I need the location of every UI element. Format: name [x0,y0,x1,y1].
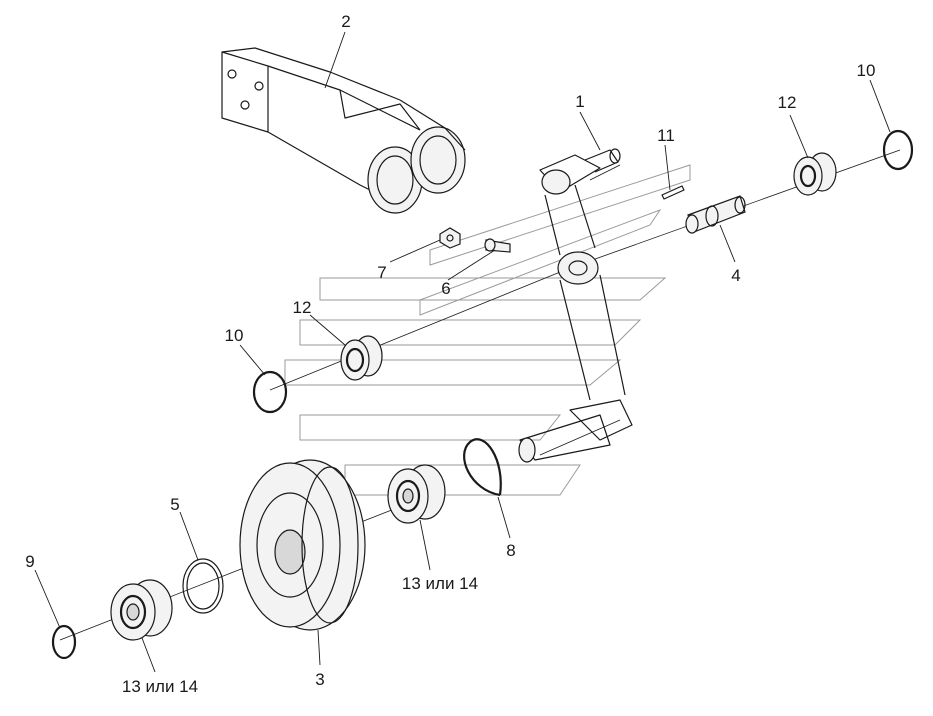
callout-4: 4 [731,266,740,285]
callout-6: 6 [441,279,450,298]
callout-1: 1 [575,92,584,111]
ring-5 [182,558,224,614]
leader-lines [34,31,891,673]
callout-5: 5 [170,495,179,514]
callout-2: 2 [341,12,350,31]
pin-11 [661,185,685,200]
bearing-12-right [793,152,837,196]
callout-10-right: 10 [857,61,876,80]
axle-part [685,195,746,234]
circlip-10-right [882,129,914,171]
circlip-9 [51,624,77,660]
arm-part [518,148,633,463]
bracket-part [221,47,466,214]
pulley-part [239,459,366,631]
background-watermark [284,164,691,496]
callout-11: 11 [657,126,675,145]
callout-9: 9 [25,552,34,571]
callout-12-right: 12 [778,93,797,112]
bearing-lower [110,579,173,641]
callout-13-14-lower: 13 или 14 [122,677,198,696]
fitting-6 [484,238,511,253]
callout-8: 8 [506,541,515,560]
ring-8 [463,438,502,497]
callout-3: 3 [315,670,324,689]
circlip-10-left [252,370,288,414]
callout-7: 7 [377,263,386,282]
callout-10-left: 10 [225,326,244,345]
nut-7 [439,227,461,249]
assembly-axes [59,149,901,641]
callout-12-left: 12 [293,298,312,317]
bearing-12-left [340,335,383,381]
bearing-middle [387,464,446,524]
callout-labels: 1 2 3 4 5 6 7 8 9 10 10 11 12 12 13 или … [25,12,875,696]
callout-13-14-middle: 13 или 14 [402,574,478,593]
